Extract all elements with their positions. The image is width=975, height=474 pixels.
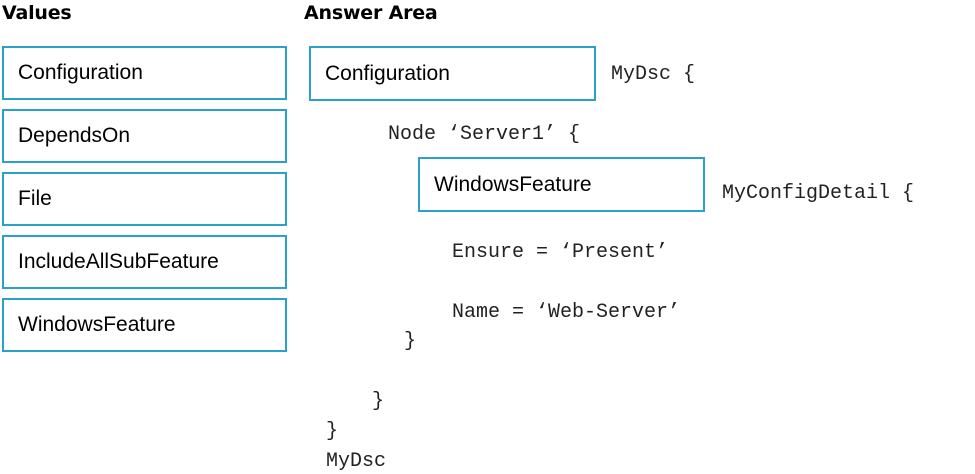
- value-item-label: File: [18, 187, 52, 210]
- code-close-config: }: [326, 420, 339, 443]
- value-item-configuration[interactable]: Configuration: [2, 46, 287, 100]
- value-item-windowsfeature[interactable]: WindowsFeature: [2, 298, 287, 352]
- code-ensure-line: Ensure = ‘Present’: [452, 241, 669, 264]
- value-item-dependson[interactable]: DependsOn: [2, 109, 287, 163]
- code-invoke-line: MyDsc: [326, 450, 387, 473]
- code-node-line: Node ‘Server1’ {: [388, 123, 581, 146]
- answer-area-heading: Answer Area: [304, 2, 438, 24]
- code-resource-name: MyConfigDetail {: [722, 182, 915, 205]
- code-name-line: Name = ‘Web-Server’: [452, 301, 681, 324]
- value-item-label: Configuration: [18, 61, 143, 84]
- values-heading: Values: [2, 2, 72, 24]
- answer-slot-2[interactable]: WindowsFeature: [418, 157, 705, 212]
- value-item-label: IncludeAllSubFeature: [18, 250, 219, 273]
- answer-slot-1-label: Configuration: [325, 61, 450, 85]
- value-item-includeallsubfeature[interactable]: IncludeAllSubFeature: [2, 235, 287, 289]
- answer-slot-1[interactable]: Configuration: [309, 46, 596, 101]
- value-item-label: WindowsFeature: [18, 313, 176, 336]
- value-item-file[interactable]: File: [2, 172, 287, 226]
- code-config-name: MyDsc {: [611, 63, 696, 86]
- code-close-node: }: [372, 390, 385, 413]
- answer-slot-2-label: WindowsFeature: [434, 172, 592, 196]
- code-close-resource: }: [404, 330, 417, 353]
- value-item-label: DependsOn: [18, 124, 131, 147]
